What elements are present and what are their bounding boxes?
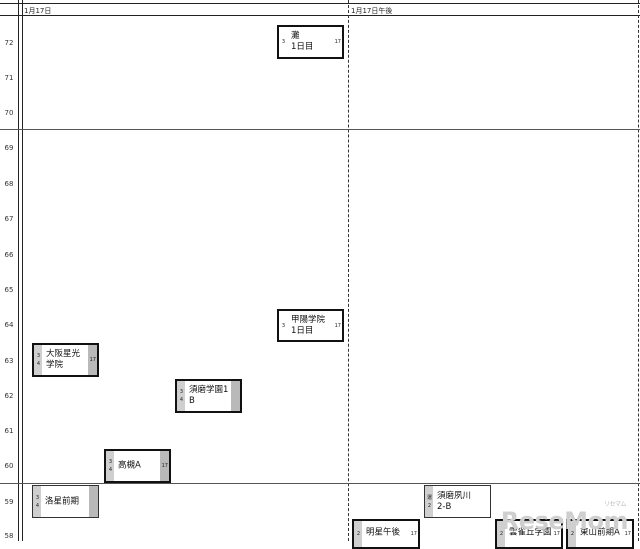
column-divider xyxy=(348,0,349,541)
col1-header: 1月17日 xyxy=(24,7,52,15)
tick-66: 66 xyxy=(4,251,14,259)
tick-61: 61 xyxy=(4,427,14,435)
box-nums: 2 xyxy=(499,531,504,537)
box-name: 明星午後 xyxy=(366,527,401,538)
box-left-strip xyxy=(177,381,185,411)
box-day: 17 xyxy=(334,322,341,329)
box-name: 大阪星光学院 xyxy=(46,349,81,370)
box-day: 17 xyxy=(161,463,168,469)
tick-72: 72 xyxy=(4,39,14,47)
tick-58: 58 xyxy=(4,532,14,540)
box-name: 雲雀丘学園 xyxy=(509,527,552,538)
tick-65: 65 xyxy=(4,286,14,294)
box-left-strip xyxy=(354,521,362,547)
tick-67: 67 xyxy=(4,215,14,223)
box-right-strip xyxy=(88,345,97,375)
box-left-strip xyxy=(33,486,41,517)
box-left-strip xyxy=(568,521,576,547)
school-box-osaka-seiko: 3 4 大阪星光学院 17 xyxy=(32,343,99,377)
box-left-strip xyxy=(106,451,114,481)
box-name: 東山前期A xyxy=(580,527,620,538)
box-nums: 3 xyxy=(281,39,286,45)
box-right-strip xyxy=(160,451,169,481)
box-left-strip xyxy=(497,521,505,547)
tick-71: 71 xyxy=(4,74,14,82)
box-left-strip xyxy=(34,345,42,375)
box-day: 17 xyxy=(624,531,631,537)
tick-64: 64 xyxy=(4,321,14,329)
box-day: 17 xyxy=(89,357,96,363)
tick-63: 63 xyxy=(4,357,14,365)
box-nums: 選 2 xyxy=(426,494,432,509)
band-line-70 xyxy=(0,129,640,130)
box-name: 洛星前期 xyxy=(45,496,80,506)
tick-62: 62 xyxy=(4,392,14,400)
box-right-strip xyxy=(231,381,240,411)
box-nums: 3 4 xyxy=(35,494,40,509)
tick-70: 70 xyxy=(4,109,14,117)
axis-line-1 xyxy=(18,0,19,541)
header-divider xyxy=(0,15,640,16)
tick-69: 69 xyxy=(4,144,14,152)
school-box-meisei-pm: 2 明星午後 17 xyxy=(352,519,420,549)
box-nums: 3 xyxy=(281,322,286,329)
band-line-60 xyxy=(0,483,640,484)
box-right-strip xyxy=(89,486,98,517)
box-nums: 2 xyxy=(570,531,575,537)
tick-59: 59 xyxy=(4,498,14,506)
box-day: 17 xyxy=(334,39,341,45)
box-nums: 3 4 xyxy=(36,353,41,367)
tick-68: 68 xyxy=(4,180,14,188)
col2-header: 1月17日午後 xyxy=(351,7,393,15)
school-box-takatsuki: 3 4 高槻A 17 xyxy=(104,449,171,483)
box-nums: 3 4 xyxy=(179,389,184,403)
box-name: 高槻A xyxy=(118,460,141,471)
box-left-strip xyxy=(425,486,433,517)
tick-60: 60 xyxy=(4,462,14,470)
school-box-rakusei: 3 4 洛星前期 xyxy=(32,485,99,518)
box-day: 17 xyxy=(553,531,560,537)
axis-line-2 xyxy=(22,0,23,541)
resemom-watermark: ReseMom リセマム xyxy=(500,501,629,535)
top-border xyxy=(0,3,640,4)
box-nums: 2 xyxy=(356,531,361,537)
box-nums: 3 4 xyxy=(108,459,113,473)
box-day: 17 xyxy=(410,531,417,537)
right-border xyxy=(638,0,639,541)
